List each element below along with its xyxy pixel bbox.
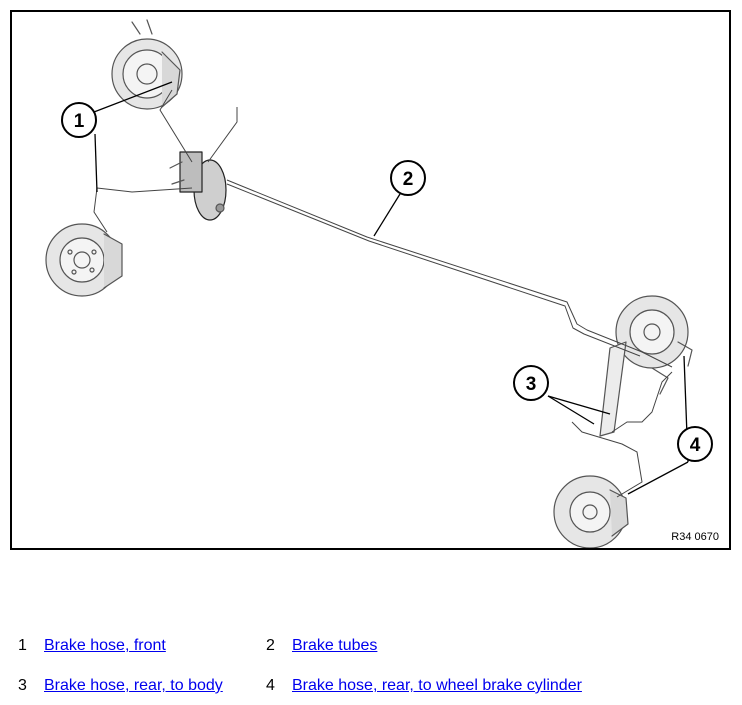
callout-4: 4 [677,426,713,462]
legend-row-2: 3 Brake hose, rear, to body 4 Brake hose… [0,675,742,697]
svg-text:4: 4 [690,435,701,456]
brake-lines-diagram: 1 2 3 4 R34 0670 [10,10,731,550]
legend-number: 1 [18,637,27,654]
callout-leader-lines [93,81,689,495]
callout-2: 2 [390,160,426,196]
brake-booster [169,151,227,221]
legend-number: 3 [18,677,27,694]
figure-code: R34 0670 [671,531,719,543]
legend-link-brake-tubes[interactable]: Brake tubes [292,637,378,654]
legend-number: 2 [266,637,275,654]
callout-3: 3 [513,365,549,401]
diagram-drawing: 1 2 3 4 [45,19,713,548]
brake-tube-lines [93,89,673,498]
legend-link-brake-hose-rear-to-body[interactable]: Brake hose, rear, to body [44,677,223,694]
svg-text:2: 2 [403,169,414,190]
svg-text:1: 1 [74,111,85,132]
rear-right-brake-disc [553,475,629,548]
callout-1: 1 [61,102,97,138]
rear-left-brake-disc [615,295,693,369]
legend-link-brake-hose-rear-to-wheel-cylinder[interactable]: Brake hose, rear, to wheel brake cylinde… [292,677,582,694]
svg-text:3: 3 [526,374,537,395]
legend-number: 4 [266,677,275,694]
front-left-brake-disc [111,19,183,110]
legend-link-brake-hose-front[interactable]: Brake hose, front [44,637,166,654]
legend-row-1: 1 Brake hose, front 2 Brake tubes [0,635,742,657]
front-right-brake-disc [45,223,123,297]
